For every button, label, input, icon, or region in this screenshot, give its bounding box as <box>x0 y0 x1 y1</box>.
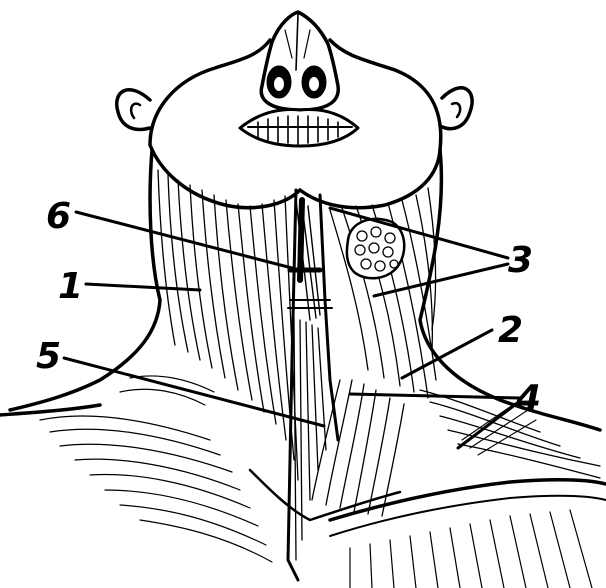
leader-5 <box>64 358 324 426</box>
clavicle-region <box>250 470 606 588</box>
callout-4: 4 <box>515 378 541 419</box>
callout-3: 3 <box>508 240 533 281</box>
callout-6: 6 <box>46 196 71 237</box>
callout-1: 1 <box>58 266 83 307</box>
left-muscle-fibers <box>158 170 298 480</box>
mouth <box>240 110 358 146</box>
leader-2 <box>402 330 492 378</box>
leader-1 <box>86 284 200 290</box>
callout-2: 2 <box>498 310 523 351</box>
leader-4b <box>458 404 516 448</box>
nose <box>261 12 338 110</box>
callout-5: 5 <box>36 336 61 377</box>
